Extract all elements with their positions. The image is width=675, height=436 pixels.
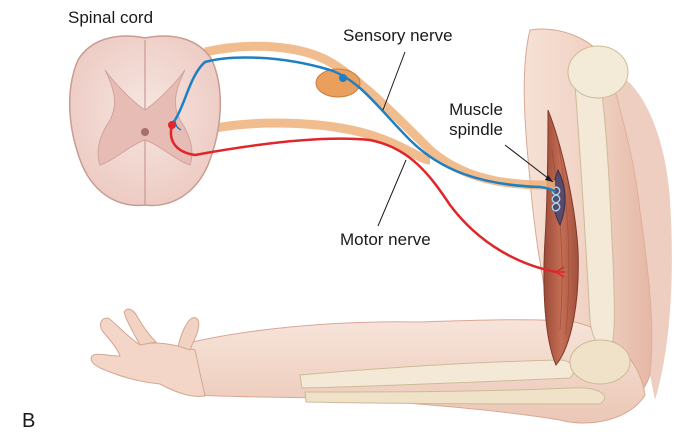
- sensory-neuron-cell-body: [339, 74, 347, 82]
- elbow-joint: [570, 340, 630, 384]
- hand: [91, 309, 205, 396]
- spinal-cord: [70, 36, 221, 205]
- sensory-nerve-label: Sensory nerve: [343, 26, 453, 46]
- spinal-cord-label: Spinal cord: [68, 8, 153, 28]
- sensory-nerve-leader: [383, 52, 405, 110]
- motor-neuron-cell-body: [168, 121, 176, 129]
- central-canal: [141, 128, 149, 136]
- muscle-spindle-label-line1: Muscle: [436, 100, 516, 120]
- muscle-spindle-label-line2: spindle: [436, 120, 516, 140]
- panel-letter: B: [22, 410, 35, 433]
- motor-nerve-label: Motor nerve: [340, 230, 431, 250]
- motor-nerve-leader: [378, 160, 406, 226]
- motor-nerve-path: [171, 125, 556, 272]
- humerus-head: [568, 46, 628, 98]
- muscle-spindle-label: Muscle spindle: [436, 100, 516, 139]
